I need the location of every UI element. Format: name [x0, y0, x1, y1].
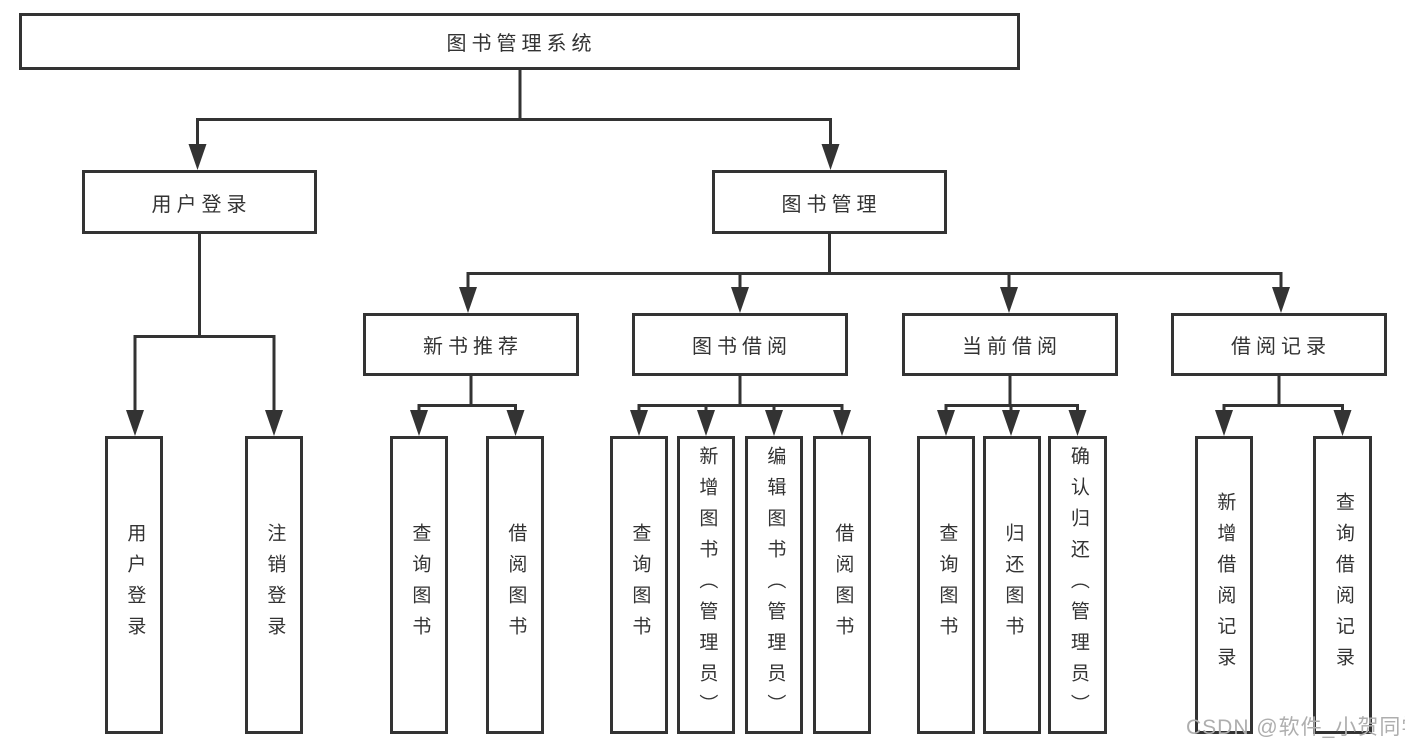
node-module-borrow-records: 借阅记录	[1171, 313, 1387, 376]
node-leaf-borrow-books-borrowing: 借阅图书	[813, 436, 871, 734]
node-label: 查询图书	[936, 523, 958, 647]
node-leaf-logout: 注销登录	[245, 436, 303, 734]
node-label: 查询图书	[629, 523, 651, 647]
node-leaf-user-login: 用户登录	[105, 436, 163, 734]
node-module-new-book-recommend: 新书推荐	[363, 313, 579, 376]
node-label: 注销登录	[264, 523, 286, 647]
node-label: 新书推荐	[423, 336, 523, 358]
node-label: 查询借阅记录	[1332, 492, 1354, 678]
node-label: 图书借阅	[692, 336, 792, 358]
node-module-current-borrowing: 当前借阅	[902, 313, 1118, 376]
node-leaf-edit-book-admin: 编辑图书（管理员）	[745, 436, 803, 734]
node-leaf-borrow-books-recommend: 借阅图书	[486, 436, 544, 734]
node-label: 当前借阅	[962, 336, 1062, 358]
node-label: 新增图书（管理员）	[696, 445, 718, 725]
node-leaf-add-book-admin: 新增图书（管理员）	[677, 436, 735, 734]
node-label: 确认归还（管理员）	[1067, 445, 1089, 725]
node-root-library-system: 图书管理系统	[19, 13, 1020, 70]
node-label: 归还图书	[1002, 523, 1024, 647]
node-label: 编辑图书（管理员）	[764, 445, 786, 725]
node-label: 借阅图书	[505, 523, 527, 647]
node-label: 查询图书	[409, 523, 431, 647]
node-label: 借阅记录	[1231, 336, 1331, 358]
csdn-watermark: CSDN @软件_小贺同学	[1186, 716, 1405, 739]
node-branch-book-management: 图书管理	[712, 170, 947, 234]
node-label: 用户登录	[124, 523, 146, 647]
node-label: 新增借阅记录	[1214, 492, 1236, 678]
node-leaf-return-book: 归还图书	[983, 436, 1041, 734]
node-label: 图书管理	[781, 193, 882, 216]
node-leaf-query-books-borrowing: 查询图书	[610, 436, 668, 734]
node-leaf-confirm-return-admin: 确认归还（管理员）	[1048, 436, 1107, 734]
node-label: 图书管理系统	[446, 33, 597, 55]
node-leaf-query-books-current: 查询图书	[917, 436, 975, 734]
node-label: 用户登录	[151, 193, 252, 216]
node-leaf-query-borrow-record: 查询借阅记录	[1313, 436, 1372, 734]
node-label: 借阅图书	[832, 523, 854, 647]
node-leaf-query-books-recommend: 查询图书	[390, 436, 448, 734]
node-leaf-add-borrow-record: 新增借阅记录	[1195, 436, 1253, 734]
node-module-book-borrowing: 图书借阅	[632, 313, 848, 376]
node-branch-user-login: 用户登录	[82, 170, 317, 234]
